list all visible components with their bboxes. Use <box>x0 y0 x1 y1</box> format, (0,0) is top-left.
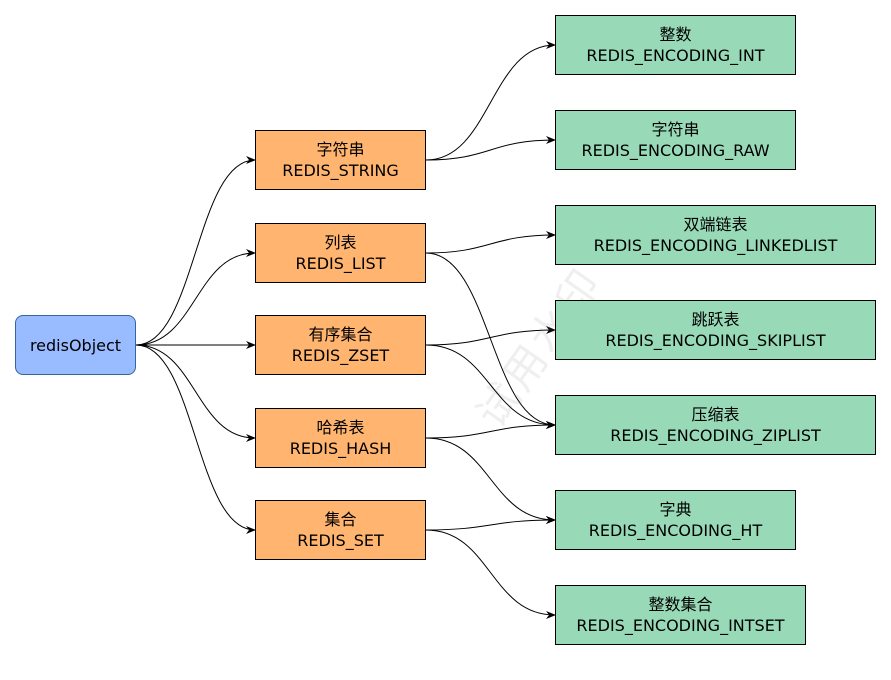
encoding-node-int: 整数 REDIS_ENCODING_INT <box>555 15 796 75</box>
encoding-node-intset: 整数集合 REDIS_ENCODING_INTSET <box>555 585 806 645</box>
encoding-en-label: REDIS_ENCODING_RAW <box>581 141 770 160</box>
type-cn-label: 列表 <box>324 233 357 252</box>
edge-set-to-ht <box>425 516 556 531</box>
encoding-cn-label: 跳跃表 <box>691 310 740 329</box>
encoding-cn-label: 整数 <box>659 25 692 44</box>
type-en-label: REDIS_SET <box>297 531 384 550</box>
edge-root-to-list <box>135 249 256 346</box>
type-node-hash: 哈希表 REDIS_HASH <box>255 408 426 468</box>
encoding-en-label: REDIS_ENCODING_ZIPLIST <box>610 426 821 445</box>
encoding-node-skiplist: 跳跃表 REDIS_ENCODING_SKIPLIST <box>555 300 876 360</box>
type-en-label: REDIS_STRING <box>282 161 399 180</box>
encoding-en-label: REDIS_ENCODING_SKIPLIST <box>605 331 826 350</box>
encoding-cn-label: 整数集合 <box>648 595 713 614</box>
edge-string-to-int <box>425 41 556 161</box>
redis-object-label: redisObject <box>29 335 122 355</box>
redis-object-node: redisObject <box>15 315 136 375</box>
type-cn-label: 哈希表 <box>316 418 365 437</box>
encoding-cn-label: 双端链表 <box>683 215 748 234</box>
encoding-cn-label: 字典 <box>659 500 692 519</box>
type-cn-label: 有序集合 <box>308 325 373 344</box>
type-node-zset: 有序集合 REDIS_ZSET <box>255 315 426 375</box>
edge-list-to-linkedlist <box>425 231 556 254</box>
edge-zset-to-skiplist <box>425 326 556 346</box>
edge-hash-to-ht <box>425 437 556 524</box>
edge-zset-to-ziplist <box>425 344 556 429</box>
encoding-en-label: REDIS_ENCODING_HT <box>588 521 763 540</box>
type-node-list: 列表 REDIS_LIST <box>255 223 426 283</box>
type-en-label: REDIS_HASH <box>289 439 392 458</box>
encoding-en-label: REDIS_ENCODING_INTSET <box>576 616 785 635</box>
type-node-string: 字符串 REDIS_STRING <box>255 130 426 190</box>
edge-hash-to-ziplist <box>425 421 556 439</box>
edge-list-to-ziplist <box>425 252 556 429</box>
encoding-en-label: REDIS_ENCODING_INT <box>586 46 765 65</box>
edge-string-to-raw <box>425 136 556 161</box>
type-cn-label: 字符串 <box>316 140 365 159</box>
encoding-node-raw: 字符串 REDIS_ENCODING_RAW <box>555 110 796 170</box>
encoding-en-label: REDIS_ENCODING_LINKEDLIST <box>593 236 838 255</box>
encoding-node-ht: 字典 REDIS_ENCODING_HT <box>555 490 796 550</box>
encoding-node-linkedlist: 双端链表 REDIS_ENCODING_LINKEDLIST <box>555 205 876 265</box>
type-en-label: REDIS_ZSET <box>291 346 390 365</box>
edge-set-to-intset <box>425 529 556 619</box>
encoding-cn-label: 压缩表 <box>691 405 740 424</box>
edge-root-to-hash <box>135 344 256 442</box>
type-cn-label: 集合 <box>324 510 357 529</box>
encoding-node-ziplist: 压缩表 REDIS_ENCODING_ZIPLIST <box>555 395 876 455</box>
encoding-cn-label: 字符串 <box>651 120 700 139</box>
edge-root-to-string <box>135 156 256 346</box>
edge-root-to-set <box>135 344 256 534</box>
type-en-label: REDIS_LIST <box>295 254 386 273</box>
type-node-set: 集合 REDIS_SET <box>255 500 426 560</box>
